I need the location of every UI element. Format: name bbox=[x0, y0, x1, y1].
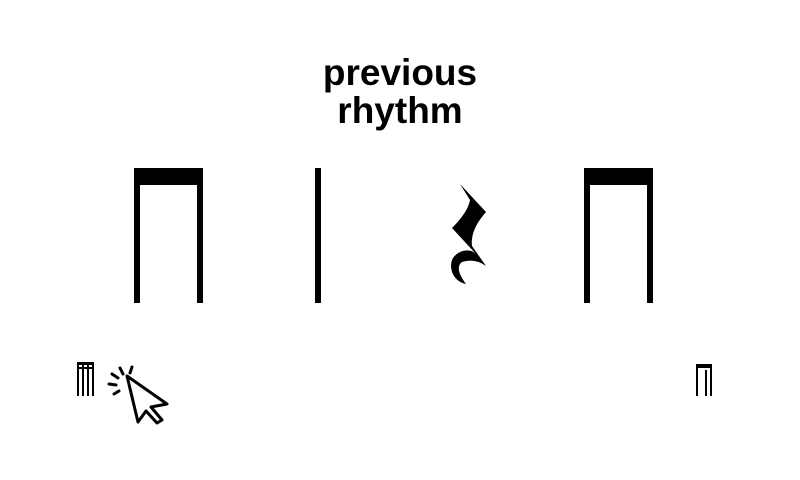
quarter-rest bbox=[451, 184, 486, 284]
beam bbox=[134, 168, 203, 185]
stem bbox=[134, 168, 140, 303]
sixteenth-notes-icon bbox=[77, 362, 94, 396]
page-title: previous rhythm bbox=[0, 54, 800, 130]
hand-pointer-click-icon bbox=[107, 365, 169, 425]
stem bbox=[315, 168, 321, 303]
eighth-notes-icon bbox=[696, 364, 712, 396]
beam bbox=[584, 168, 653, 185]
stem bbox=[647, 168, 653, 303]
eighth-note-pair-1 bbox=[134, 168, 203, 303]
stem bbox=[584, 168, 590, 303]
eighth-note-pair-2 bbox=[584, 168, 653, 303]
stem bbox=[197, 168, 203, 303]
rest-glyph bbox=[451, 184, 486, 284]
quarter-note bbox=[315, 168, 321, 303]
previous-rhythm-button[interactable] bbox=[76, 360, 172, 426]
title-line-2: rhythm bbox=[337, 90, 463, 131]
next-rhythm-button[interactable] bbox=[692, 362, 716, 398]
title-line-1: previous bbox=[322, 52, 478, 93]
